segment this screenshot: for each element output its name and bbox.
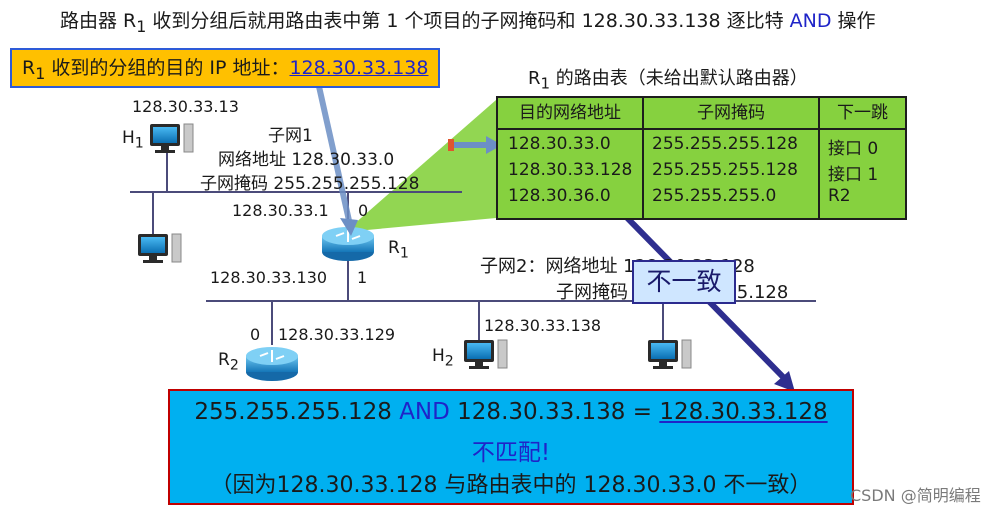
and-result-value: 128.30.33.128 [659,399,828,425]
h2-label: H2 [432,346,454,370]
r1-port0: 0 [358,201,369,220]
h1-ip: 128.30.33.13 [132,97,239,116]
computer-icon [138,233,182,263]
computer-icon [648,339,692,369]
table-cell: 128.30.36.0 [508,186,611,206]
table-header: 子网掩码 [697,103,765,123]
routing-table: 目的网络地址 子网掩码 下一跳 128.30.33.0 255.255.255.… [496,96,907,220]
h1-label: H1 [122,128,144,152]
table-cell: 255.255.255.128 [652,134,799,154]
table-cell: 接口 0 [828,139,879,159]
routing-table-title: R1 的路由表（未给出默认路由器） [528,68,808,93]
r2-port0: 0 [250,325,261,344]
table-cell: 255.255.255.0 [652,186,777,206]
page-title: 路由器 R1 收到分组后就用路由表中第 1 个项目的子网掩码和 128.30.3… [60,10,876,36]
table-header: 目的网络地址 [519,103,621,123]
r2-ip: 128.30.33.129 [278,325,396,344]
router-icon [246,347,298,381]
and-result-box: 255.255.255.128 AND 128.30.33.138 = 128.… [168,389,854,505]
r1-port1: 1 [357,268,368,287]
watermark: CSDN @简明编程 [850,486,981,505]
table-cell: R2 [828,186,851,206]
table-header: 下一跳 [837,103,888,123]
subnet1-address: 网络地址 128.30.33.0 [218,150,395,170]
zoom-fan [345,100,496,232]
r1-port1-ip: 128.30.33.130 [210,268,328,287]
subnet1-mask: 子网掩码 255.255.255.128 [200,174,420,194]
table-cell: 接口 1 [828,165,879,185]
computer-icon [464,339,508,369]
router-icon [322,227,374,261]
computer-icon [150,123,194,153]
reason-text: （因为128.30.33.128 与路由表中的 128.30.33.0 不一致） [210,473,812,498]
r1-port0-ip: 128.30.33.1 [232,201,329,220]
destination-ip: 128.30.33.138 [289,57,429,79]
no-match-text: 不匹配! [471,440,551,466]
h2-ip: 128.30.33.138 [484,316,602,335]
mismatch-label: 不一致 [632,260,736,304]
r2-label: R2 [218,350,239,374]
table-cell: 128.30.33.128 [508,160,633,180]
table-cell: 128.30.33.0 [508,134,611,154]
subnet1-name: 子网1 [268,126,313,146]
table-cell: 255.255.255.128 [652,160,799,180]
destination-ip-banner: R1 收到的分组的目的 IP 地址：128.30.33.138 [10,48,441,88]
r1-label: R1 [388,238,409,262]
arrow-icon [315,81,353,226]
and-equation: 255.255.255.128 AND 128.30.33.138 = 128.… [194,399,828,425]
